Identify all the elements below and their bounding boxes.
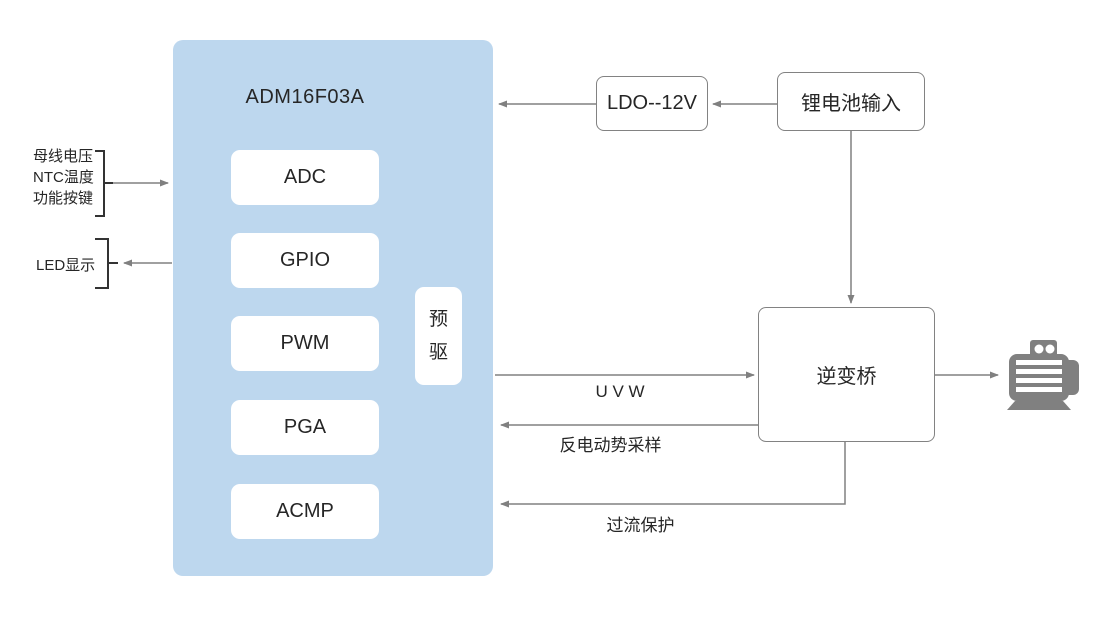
analog-inputs-label-group: 母线电压 NTC温度 功能按键 [33, 146, 94, 209]
ntc-temp-label: NTC温度 [33, 169, 94, 186]
chip-block-predriver: 预驱 [415, 287, 462, 385]
uvw-label: U V W [595, 382, 645, 401]
chip-block-gpio: GPIO [231, 233, 379, 288]
chip-block-adc: ADC [231, 150, 379, 205]
chip-block-pwm: PWM [231, 316, 379, 371]
mcu-chip-title: ADM16F03A [245, 86, 365, 108]
chip-block-acmp: ACMP [231, 484, 379, 539]
function-key-label: 功能按键 [33, 190, 94, 207]
led-display-label: LED显示 [36, 257, 96, 274]
overcurrent-label: 过流保护 [606, 516, 675, 535]
motor-icon [1007, 340, 1079, 410]
predriver-label: 预驱 [428, 308, 448, 363]
inverter-bridge-box: 逆变桥 [758, 307, 935, 442]
ldo-box: LDO--12V [596, 76, 708, 131]
chip-block-pga: PGA [231, 400, 379, 455]
bracket-inputs [95, 150, 105, 217]
bus-voltage-label: 母线电压 [33, 148, 94, 165]
bracket-led [95, 238, 109, 289]
battery-input-box: 锂电池输入 [777, 72, 925, 131]
back-emf-label: 反电动势采样 [559, 436, 662, 455]
